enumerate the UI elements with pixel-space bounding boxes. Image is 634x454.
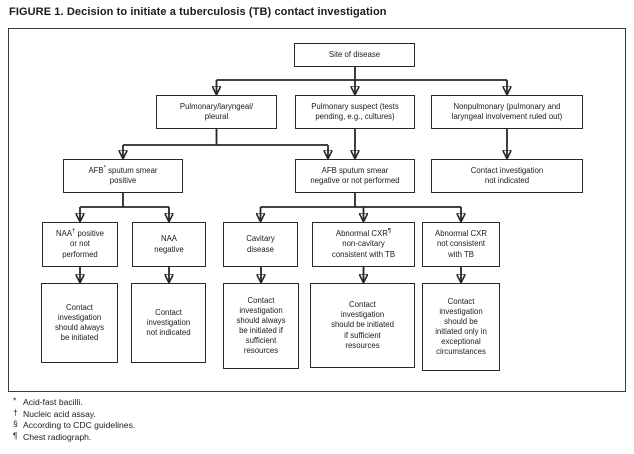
node-label: Contact investigation should always be i… [236,295,286,356]
label-part: or not performed [62,239,98,259]
node-label: Abnormal CXR not consistent with TB [435,229,487,259]
node-label: Site of disease [328,49,381,59]
node-abnormal-cxr-not-consistent: Abnormal CXR not consistent with TB [422,222,500,267]
footnote-chest-radiograph: ¶ Chest radiograph. [13,430,135,444]
node-pulmonary-laryngeal-pleural: Pulmonary/laryngeal/ pleural [156,95,277,129]
node-pulmonary-suspect: Pulmonary suspect (tests pending, e.g., … [295,95,415,129]
footnote-acid-fast-bacilli: * Acid-fast bacilli. [13,395,135,409]
node-site-of-disease: Site of disease [294,43,415,67]
footnote-cdc-guidelines: § According to CDC guidelines. [13,418,136,432]
node-label: Cavitary disease [246,234,275,254]
label-part: sputum smear [105,165,158,175]
node-ci-should-always-be-initiated: Contact investigation should always be i… [41,283,118,363]
node-label: Contact investigation should always be i… [55,302,104,343]
node-ci-always-if-sufficient-resources: Contact investigation should always be i… [223,283,299,369]
node-ci-if-sufficient-resources: Contact investigation should be initiate… [310,283,415,368]
node-ci-not-indicated: Contact investigation not indicated [131,283,206,363]
node-label: Pulmonary suspect (tests pending, e.g., … [311,101,399,121]
footnote-ref-asterisk: * [103,165,106,172]
node-label: Contact investigation not indicated [146,307,191,338]
footnote-text: Nucleic acid assay. [23,408,96,419]
node-naa-negative: NAA negative [132,222,206,267]
footnote-text: Acid-fast bacilli. [23,397,83,407]
footnote-marker: § [13,418,18,429]
footnote-marker: ¶ [13,430,18,440]
label-part: NAA [56,229,73,239]
node-nonpulmonary: Nonpulmonary (pulmonary and laryngeal in… [431,95,583,129]
label-part: AFB [88,165,104,175]
node-label: Abnormal CXR¶ non-cavitary consistent wit… [332,229,395,259]
node-ci-exceptional-circumstances: Contact investigation should be initiate… [422,283,500,371]
node-label: NAA negative [154,234,184,254]
footnote-text: According to CDC guidelines. [23,420,136,430]
footnote-marker: * [13,395,17,406]
label-part: non-cavitary consistent with TB [331,239,396,259]
footnote-ref-pilcrow: ¶ [387,228,392,235]
label-part: Abnormal CXR [335,229,388,239]
node-afb-smear-negative: AFB sputum smear negative or not perform… [295,159,415,193]
node-label: AFB sputum smear negative or not perform… [310,165,400,185]
node-contact-investigation-not-indicated-nonpulmonary: Contact investigation not indicated [431,159,583,193]
node-label: Contact investigation not indicated [470,165,544,185]
node-cavitary-disease: Cavitary disease [223,222,298,267]
footnote-text: Chest radiograph. [23,431,92,442]
footnote-ref-dagger: † [72,228,76,235]
label-part: positive [75,229,104,239]
label-part: positive [109,176,137,185]
footnote-nucleic-acid-assay: † Nucleic acid assay. [13,407,135,421]
node-label: Contact investigation should be initiate… [435,296,487,357]
node-label: Contact investigation should be initiate… [331,300,394,350]
node-label: Pulmonary/laryngeal/ pleural [179,101,254,121]
footnotes: * Acid-fast bacilli. † Nucleic acid assa… [13,395,136,444]
figure-title: FIGURE 1. Decision to initiate a tubercu… [9,6,387,18]
node-abnormal-cxr-noncavitary: Abnormal CXR¶ non-cavitary consistent wit… [312,222,415,267]
node-label: Nonpulmonary (pulmonary and laryngeal in… [451,101,563,121]
footnote-marker: † [13,407,18,417]
